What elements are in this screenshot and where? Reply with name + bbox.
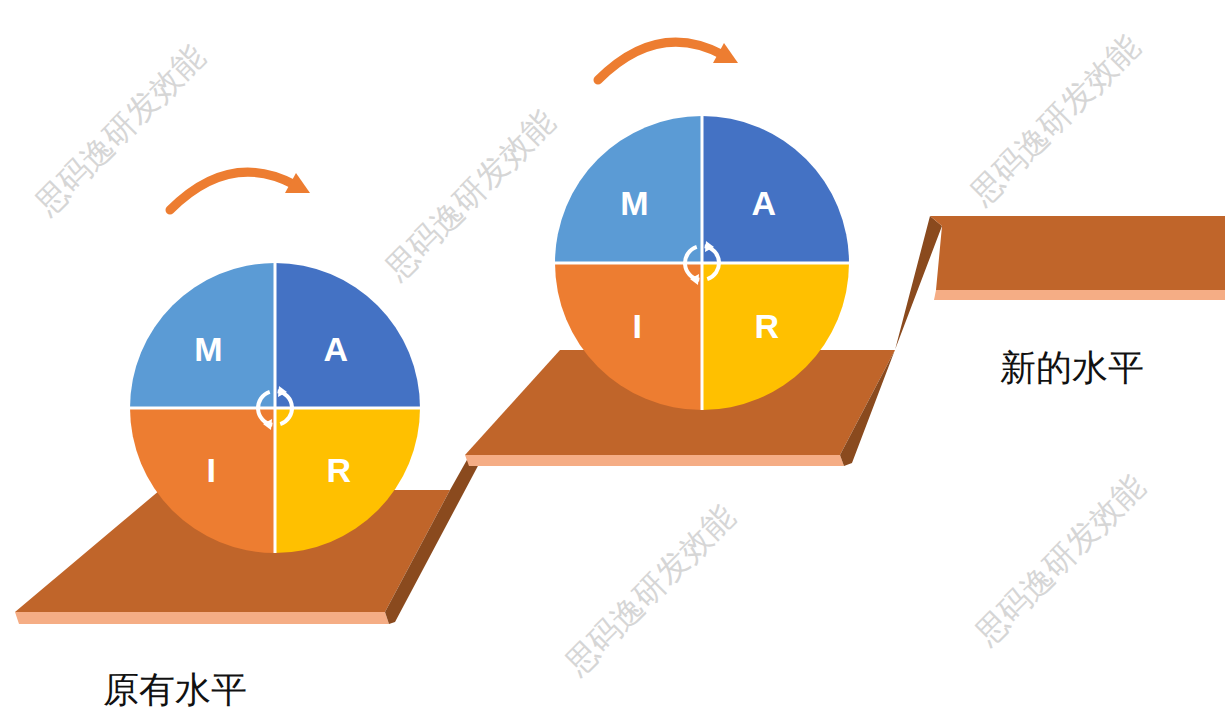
quadrant-letter: M xyxy=(194,332,222,366)
circle-quadrants xyxy=(555,116,849,410)
watermark: 思码逸研发效能 xyxy=(964,29,1145,210)
rotation-arrow xyxy=(598,42,723,80)
divider xyxy=(130,407,420,410)
circle-quadrants xyxy=(130,263,420,553)
second-riser xyxy=(840,216,942,466)
upper-step-edge xyxy=(934,290,1225,300)
quadrant-letter: M xyxy=(620,186,648,220)
level-label: 新的水平 xyxy=(1000,350,1144,386)
quadrant xyxy=(702,263,849,410)
mair-circle: M A I R xyxy=(555,116,849,410)
arrow-head xyxy=(285,173,310,193)
quadrant-letter: I xyxy=(206,453,215,487)
watermark: 思码逸研发效能 xyxy=(969,469,1150,650)
quadrant xyxy=(555,263,702,410)
quadrant xyxy=(130,408,275,553)
quadrant xyxy=(275,263,420,408)
quadrant-letter: I xyxy=(633,309,642,343)
quadrant xyxy=(275,408,420,553)
watermark: 思码逸研发效能 xyxy=(559,499,740,680)
cycle-arrow-head xyxy=(690,274,699,285)
quadrant xyxy=(130,263,275,408)
quadrant-letter: A xyxy=(324,332,349,366)
first-riser xyxy=(385,458,480,624)
mair-circle: M A I R xyxy=(130,263,420,553)
lower-step-edge xyxy=(15,612,389,624)
quadrant-letter: R xyxy=(327,453,352,487)
divider xyxy=(555,262,849,265)
watermark: 思码逸研发效能 xyxy=(379,104,560,285)
arrow-head xyxy=(713,43,738,63)
quadrant-letter: A xyxy=(751,186,776,220)
quadrant xyxy=(555,116,702,263)
quadrant xyxy=(702,116,849,263)
middle-step-edge xyxy=(465,455,844,466)
cycle-arrow-head xyxy=(263,419,272,430)
upper-step xyxy=(930,216,1225,290)
cycle-arrow-head xyxy=(705,241,714,252)
cycle-arrow-head xyxy=(278,386,287,397)
rotation-arrow xyxy=(170,172,295,210)
level-label: 原有水平 xyxy=(103,672,247,708)
quadrant-letter: R xyxy=(754,309,779,343)
